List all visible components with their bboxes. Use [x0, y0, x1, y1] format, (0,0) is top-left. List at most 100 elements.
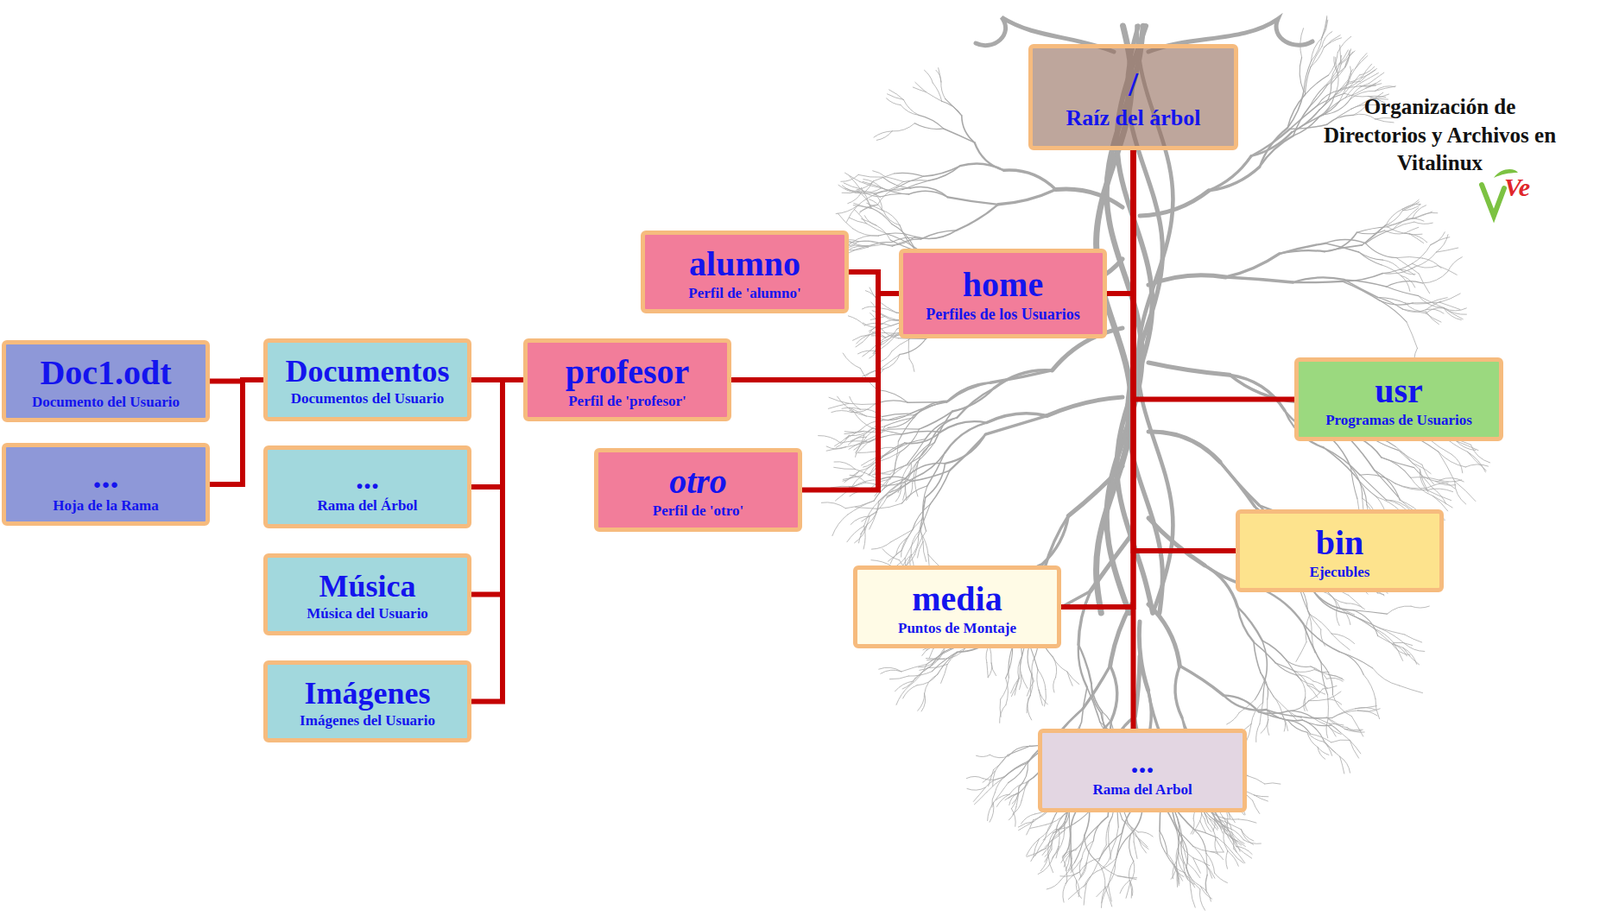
- root-stroke: [1290, 105, 1318, 129]
- root-stroke: [871, 542, 892, 550]
- directory-name: media: [911, 577, 1002, 621]
- root-stroke: [1044, 515, 1069, 569]
- root-stroke: [1190, 890, 1196, 908]
- root-stroke: [1053, 676, 1057, 693]
- root-stroke: [858, 240, 883, 245]
- root-stroke: [956, 204, 999, 231]
- directory-description: Perfiles de los Usuarios: [925, 306, 1080, 324]
- root-stroke: [1355, 55, 1368, 69]
- root-stroke: [899, 338, 926, 355]
- root-stroke: [848, 407, 867, 417]
- root-stroke: [1443, 307, 1464, 319]
- root-stroke: [1301, 680, 1306, 698]
- directory-description: Música del Usuario: [306, 606, 429, 623]
- root-stroke: [832, 514, 848, 536]
- root-stroke: [1412, 463, 1431, 475]
- root-stroke: [1304, 75, 1329, 95]
- root-stroke: [940, 421, 987, 432]
- root-stroke: [916, 442, 936, 462]
- root-stroke: [1052, 657, 1067, 672]
- root-stroke: [987, 803, 994, 822]
- root-stroke: [1177, 853, 1184, 873]
- root-stroke: [1011, 678, 1019, 697]
- root-stroke: [1042, 845, 1051, 856]
- root-stroke: [1288, 710, 1303, 719]
- root-stroke: [1317, 746, 1329, 755]
- root-stroke: [1430, 232, 1446, 246]
- root-stroke: [1048, 854, 1054, 873]
- root-stroke: [851, 235, 880, 244]
- root-stroke: [1363, 674, 1376, 699]
- root-stroke: [1339, 651, 1373, 669]
- root-stroke: [1100, 833, 1123, 859]
- root-stroke: [878, 233, 915, 237]
- root-stroke: [1205, 874, 1208, 891]
- root-stroke: [993, 370, 1053, 389]
- root-stroke: [910, 530, 920, 555]
- root-stroke: [898, 417, 914, 443]
- root-stroke: [1273, 696, 1288, 711]
- root-stroke: [904, 463, 946, 480]
- root-stroke: [1382, 259, 1400, 270]
- root-stroke: [913, 400, 949, 418]
- root-stroke: [917, 693, 925, 711]
- root-stroke: [1264, 783, 1281, 785]
- root-stroke: [904, 535, 919, 559]
- root-stroke: [1082, 665, 1110, 709]
- directory-name: home: [962, 263, 1044, 307]
- root-stroke: [895, 681, 914, 692]
- directory-box: DocumentosDocumentos del Usuario: [263, 338, 472, 422]
- root-stroke: [855, 192, 880, 195]
- root-stroke: [1340, 756, 1351, 773]
- root-stroke: [1021, 675, 1028, 689]
- root-stroke: [914, 481, 918, 497]
- root-stroke: [1295, 670, 1315, 673]
- root-stroke: [1253, 642, 1276, 664]
- root-stroke: [894, 452, 900, 474]
- root-stroke: [878, 300, 897, 313]
- root-stroke: [1317, 93, 1345, 106]
- root-stroke: [1028, 674, 1033, 699]
- root-stroke: [916, 541, 924, 558]
- root-stroke: [1404, 227, 1419, 234]
- root-stroke: [1044, 819, 1054, 841]
- directory-name: Documentos: [285, 352, 450, 392]
- root-stroke: [903, 180, 929, 183]
- root-stroke: [864, 501, 880, 526]
- tree-connector: [848, 271, 899, 294]
- root-stroke: [1344, 75, 1360, 94]
- root-stroke: [1405, 303, 1430, 305]
- root-stroke: [1456, 441, 1479, 451]
- root-stroke: [834, 435, 850, 446]
- root-stroke: [1326, 677, 1343, 682]
- root-stroke: [1101, 850, 1112, 869]
- root-stroke: [914, 462, 918, 482]
- root-stroke: [1047, 397, 1123, 417]
- root-stroke: [1378, 636, 1404, 649]
- root-stroke: [1398, 450, 1423, 466]
- root-stroke: [1288, 720, 1311, 734]
- root-stroke: [1288, 720, 1308, 733]
- root-stroke: [1037, 856, 1053, 874]
- root-stroke: [909, 190, 949, 197]
- directory-name: Música: [319, 567, 417, 607]
- root-stroke: [1027, 645, 1032, 675]
- root-stroke: [915, 664, 933, 678]
- root-stroke: [848, 246, 868, 253]
- root-stroke: [1362, 225, 1386, 246]
- root-stroke: [1340, 86, 1360, 91]
- root-stroke: [1267, 699, 1269, 721]
- root-stroke: [1302, 623, 1340, 652]
- root-stroke: [1349, 740, 1361, 754]
- root-stroke: [1372, 668, 1400, 686]
- root-stroke: [1008, 746, 1031, 757]
- root-stroke: [853, 411, 873, 429]
- root-stroke: [1075, 880, 1082, 899]
- root-stroke: [1425, 308, 1444, 314]
- root-stroke: [1056, 846, 1059, 859]
- root-stroke: [890, 464, 911, 475]
- root-stroke: [974, 142, 1005, 171]
- root-stroke: [1439, 293, 1461, 303]
- root-stroke: [1220, 461, 1255, 506]
- root-stroke: [1454, 480, 1476, 501]
